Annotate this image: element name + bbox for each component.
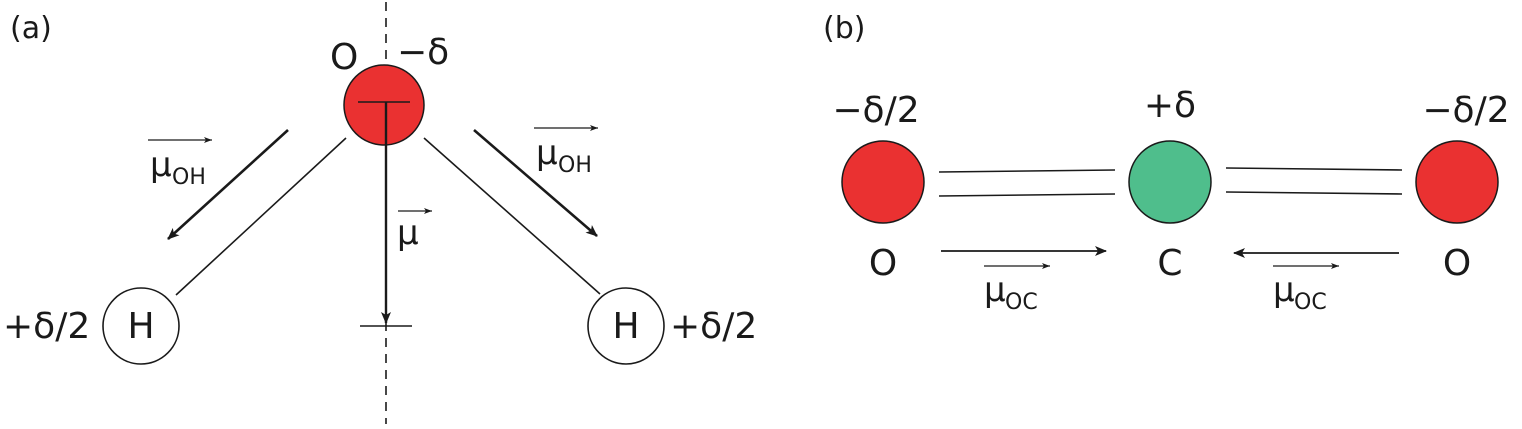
hydrogen-left-symbol: H xyxy=(127,306,154,347)
mu-subscript: OH xyxy=(558,153,592,178)
panel-a-label: (a) xyxy=(10,11,52,46)
oxygen-left-charge: −δ/2 xyxy=(832,90,919,131)
mu-oh-left-arrow xyxy=(167,129,289,240)
oxygen-right-symbol: O xyxy=(1443,243,1471,284)
mu-oh-right-label: μ OH xyxy=(534,125,598,178)
mu-oc-right-label: μ OC xyxy=(1273,263,1339,315)
bond-c-o-right-lower xyxy=(1225,191,1403,195)
mu-symbol: μ xyxy=(536,133,558,173)
carbon-symbol: C xyxy=(1157,243,1182,284)
panel-b-label: (b) xyxy=(823,11,865,46)
hydrogen-left-charge: +δ/2 xyxy=(3,306,90,347)
mu-oh-right-arrow xyxy=(473,129,598,237)
mu-oc-left-label: μ OC xyxy=(984,263,1050,315)
oxygen-right-charge: −δ/2 xyxy=(1422,90,1509,131)
bond-o-h-right xyxy=(423,137,601,295)
carbon-atom xyxy=(1128,140,1212,224)
panel-b: (b) −δ/2 +δ −δ/2 O C O μ OC μ OC xyxy=(823,11,1510,315)
mu-symbol: μ xyxy=(150,145,172,185)
mu-oh-left-label: μ OH xyxy=(148,137,212,190)
bond-o-c-left-upper xyxy=(938,169,1116,173)
hydrogen-left-atom xyxy=(102,287,180,365)
bond-o-h-left xyxy=(175,137,347,296)
carbon-charge: +δ xyxy=(1144,85,1196,126)
hydrogen-right-charge: +δ/2 xyxy=(670,306,757,347)
panel-a: (a) O −δ H +δ/2 H +δ/2 μ OH μ xyxy=(3,2,757,424)
oxygen-left-symbol: O xyxy=(869,243,897,284)
mu-subscript: OH xyxy=(172,165,206,190)
oxygen-symbol: O xyxy=(330,37,358,78)
hydrogen-right-symbol: H xyxy=(612,306,639,347)
mu-symbol: μ xyxy=(1273,270,1295,310)
mu-total-label: μ xyxy=(397,208,432,253)
oxygen-left-atom xyxy=(841,140,925,224)
bond-o-c-left-lower xyxy=(938,193,1116,197)
mu-subscript: OC xyxy=(1294,290,1327,315)
mu-symbol: μ xyxy=(984,270,1006,310)
oxygen-right-atom xyxy=(1415,140,1499,224)
bond-c-o-right-upper xyxy=(1225,167,1403,171)
oxygen-charge: −δ xyxy=(397,32,449,73)
mu-subscript: OC xyxy=(1005,290,1038,315)
mu-symbol: μ xyxy=(397,213,419,253)
oxygen-atom xyxy=(343,64,425,146)
hydrogen-right-atom xyxy=(587,287,665,365)
